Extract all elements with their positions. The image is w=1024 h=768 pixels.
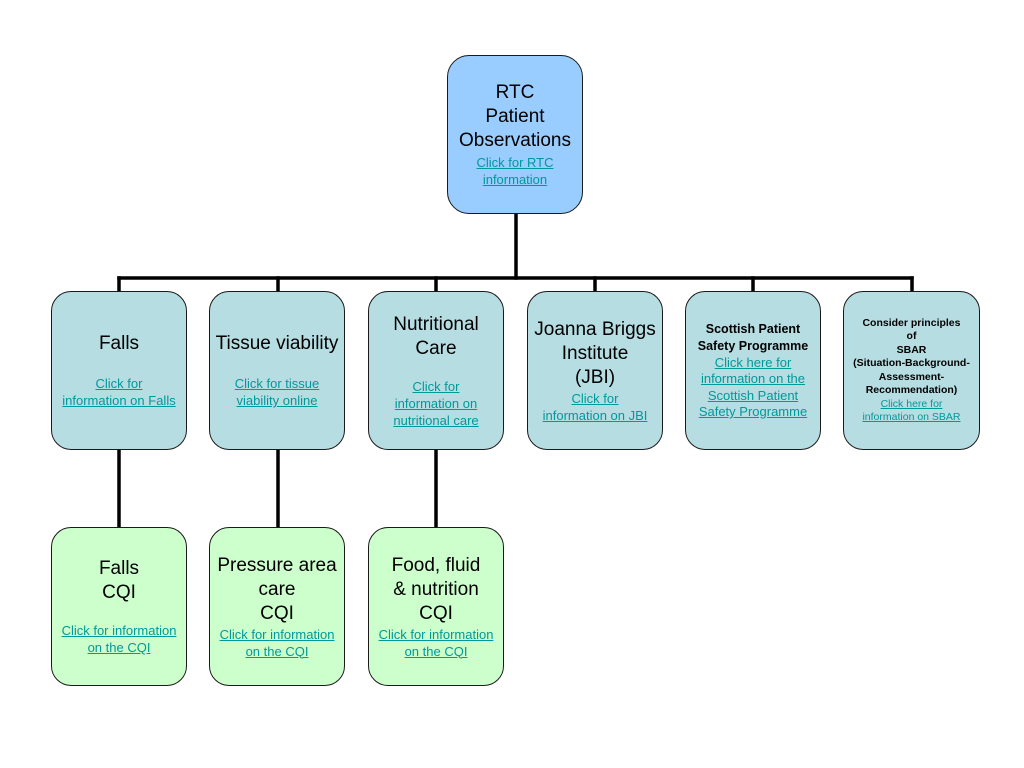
node-title: Falls CQI — [98, 558, 140, 603]
food-fluid-cqi-link[interactable]: Click for information on the CQI — [378, 626, 494, 659]
nutritional-care-link[interactable]: Click for information on nutritional car… — [393, 378, 479, 428]
food-fluid-cqi-node: Food, fluid & nutrition CQI Click for in… — [368, 527, 504, 686]
node-title: Tissue viability — [215, 333, 339, 354]
falls-node: Falls Click for information on Falls — [51, 291, 187, 450]
node-title: RTC Patient Observations — [459, 82, 571, 151]
node-title: Food, fluid & nutrition CQI — [391, 554, 481, 624]
sbar-info-link[interactable]: Click here for information on SBAR — [862, 397, 961, 424]
node-title: Falls — [98, 333, 140, 354]
rtc-info-link[interactable]: Click for RTC information — [476, 155, 554, 187]
tissue-viability-node: Tissue viability Click for tissue viabil… — [209, 291, 345, 450]
scottish-patient-safety-node: Scottish Patient Safety Programme Click … — [685, 291, 821, 450]
jbi-node: Joanna Briggs Institute (JBI) Click for … — [527, 291, 663, 450]
falls-cqi-node: Falls CQI Click for information on the C… — [51, 527, 187, 686]
node-title: Nutritional Care — [393, 313, 479, 359]
rtc-observations-node: RTC Patient Observations Click for RTC i… — [447, 55, 583, 214]
node-title: Pressure area care CQI — [217, 554, 337, 624]
nutritional-care-node: Nutritional Care Click for information o… — [368, 291, 504, 450]
falls-cqi-link[interactable]: Click for information on the CQI — [61, 623, 177, 655]
node-title: Joanna Briggs Institute (JBI) — [534, 318, 656, 388]
node-title: Scottish Patient Safety Programme — [697, 321, 809, 353]
falls-info-link[interactable]: Click for information on Falls — [62, 376, 176, 408]
node-title: Consider principles of SBAR (Situation-B… — [853, 316, 970, 397]
tissue-viability-link[interactable]: Click for tissue viability online — [234, 376, 320, 408]
pressure-area-cqi-node: Pressure area care CQI Click for informa… — [209, 527, 345, 686]
spsp-info-link[interactable]: Click here for information on the Scotti… — [698, 354, 808, 420]
sbar-node: Consider principles of SBAR (Situation-B… — [843, 291, 980, 450]
pressure-area-cqi-link[interactable]: Click for information on the CQI — [219, 626, 335, 659]
jbi-info-link[interactable]: Click for information on JBI — [542, 390, 648, 423]
